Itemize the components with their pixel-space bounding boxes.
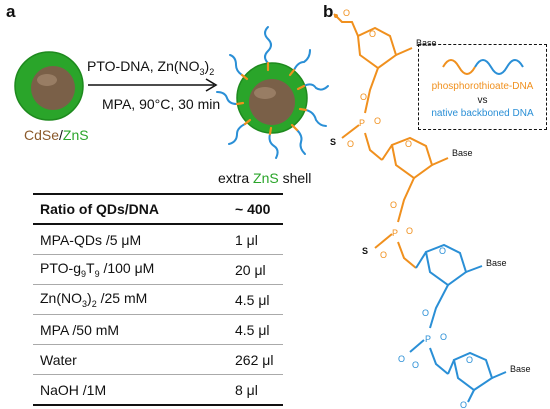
cdse-zns-quantum-dot	[14, 51, 84, 121]
table-row: MPA /50 mM 4.5 μl	[33, 314, 283, 345]
row-name: Zn(NO3)2 /25 mM	[33, 284, 228, 315]
atom-o: O	[343, 8, 350, 18]
legend-pto: phosphorothioate-DNA	[431, 81, 534, 92]
base-label: Base	[416, 38, 437, 48]
reaction-conditions: MPA, 90°C, 30 min	[102, 96, 221, 112]
atom-p: P	[425, 334, 431, 344]
atom-p: P	[359, 118, 365, 128]
atom-p: P	[392, 228, 398, 238]
row-name: NaOH /1M	[33, 374, 228, 406]
row-value: 20 μl	[228, 254, 283, 285]
core-shell-label: CdSe/ZnS	[24, 127, 89, 143]
row-value: 4.5 μl	[228, 314, 283, 345]
row-name: PTO-g9T9 /100 μM	[33, 254, 228, 285]
reaction-reagents: PTO-DNA, Zn(NO3)2	[87, 58, 215, 77]
legend-native: native backboned DNA	[431, 108, 534, 119]
atom-o: O	[369, 29, 376, 39]
dna-backbone-structure: O O Base O P S O O O Base O P S O O O Ba…	[330, 8, 531, 409]
atom-o: O	[406, 226, 413, 236]
row-value: 262 μl	[228, 344, 283, 375]
atom-o: O	[466, 355, 473, 365]
atom-o: O	[374, 116, 381, 126]
atom-o: O	[440, 332, 447, 342]
table-row: Zn(NO3)2 /25 mM 4.5 μl	[33, 284, 283, 315]
atom-o: O	[460, 400, 467, 409]
atom-o: O	[412, 360, 419, 370]
header-ratio: Ratio of QDs/DNA	[33, 193, 228, 225]
reaction-arrow	[88, 78, 218, 92]
atom-o: O	[405, 139, 412, 149]
base-label: Base	[452, 148, 473, 158]
row-name: MPA-QDs /5 μM	[33, 224, 228, 255]
row-name: MPA /50 mM	[33, 314, 228, 345]
atom-o: O	[380, 250, 387, 260]
legend-vs: vs	[477, 95, 488, 106]
wave-icon	[442, 59, 524, 75]
panel-label-a: a	[6, 2, 16, 21]
atom-o: O	[398, 354, 405, 364]
legend-box: phosphorothioate-DNA vs native backboned…	[418, 44, 547, 130]
extra-shell-label: extra ZnS shell	[218, 170, 312, 186]
header-ratio-value: ~ 400	[228, 193, 283, 225]
row-value: 8 μl	[228, 374, 283, 406]
atom-s: S	[330, 137, 336, 147]
base-label: Base	[486, 258, 507, 268]
row-value: 1 μl	[228, 224, 283, 255]
table-header-row: Ratio of QDs/DNA ~ 400	[33, 193, 283, 225]
table-row: PTO-g9T9 /100 μM 20 μl	[33, 254, 283, 285]
base-label: Base	[510, 364, 531, 374]
table-row: MPA-QDs /5 μM 1 μl	[33, 224, 283, 255]
atom-o: O	[439, 246, 446, 256]
row-name: Water	[33, 344, 228, 375]
panel-label-b: b	[323, 2, 334, 21]
recipe-table: Ratio of QDs/DNA ~ 400 MPA-QDs /5 μM 1 μ…	[33, 193, 283, 406]
atom-o: O	[347, 139, 354, 149]
atom-o: O	[422, 308, 429, 318]
atom-s: S	[362, 246, 368, 256]
table-row: Water 262 μl	[33, 344, 283, 375]
atom-o: O	[390, 200, 397, 210]
atom-o: O	[360, 92, 367, 102]
table-row: NaOH /1M 8 μl	[33, 374, 283, 406]
row-value: 4.5 μl	[228, 284, 283, 315]
qd-dna-product	[216, 26, 329, 159]
